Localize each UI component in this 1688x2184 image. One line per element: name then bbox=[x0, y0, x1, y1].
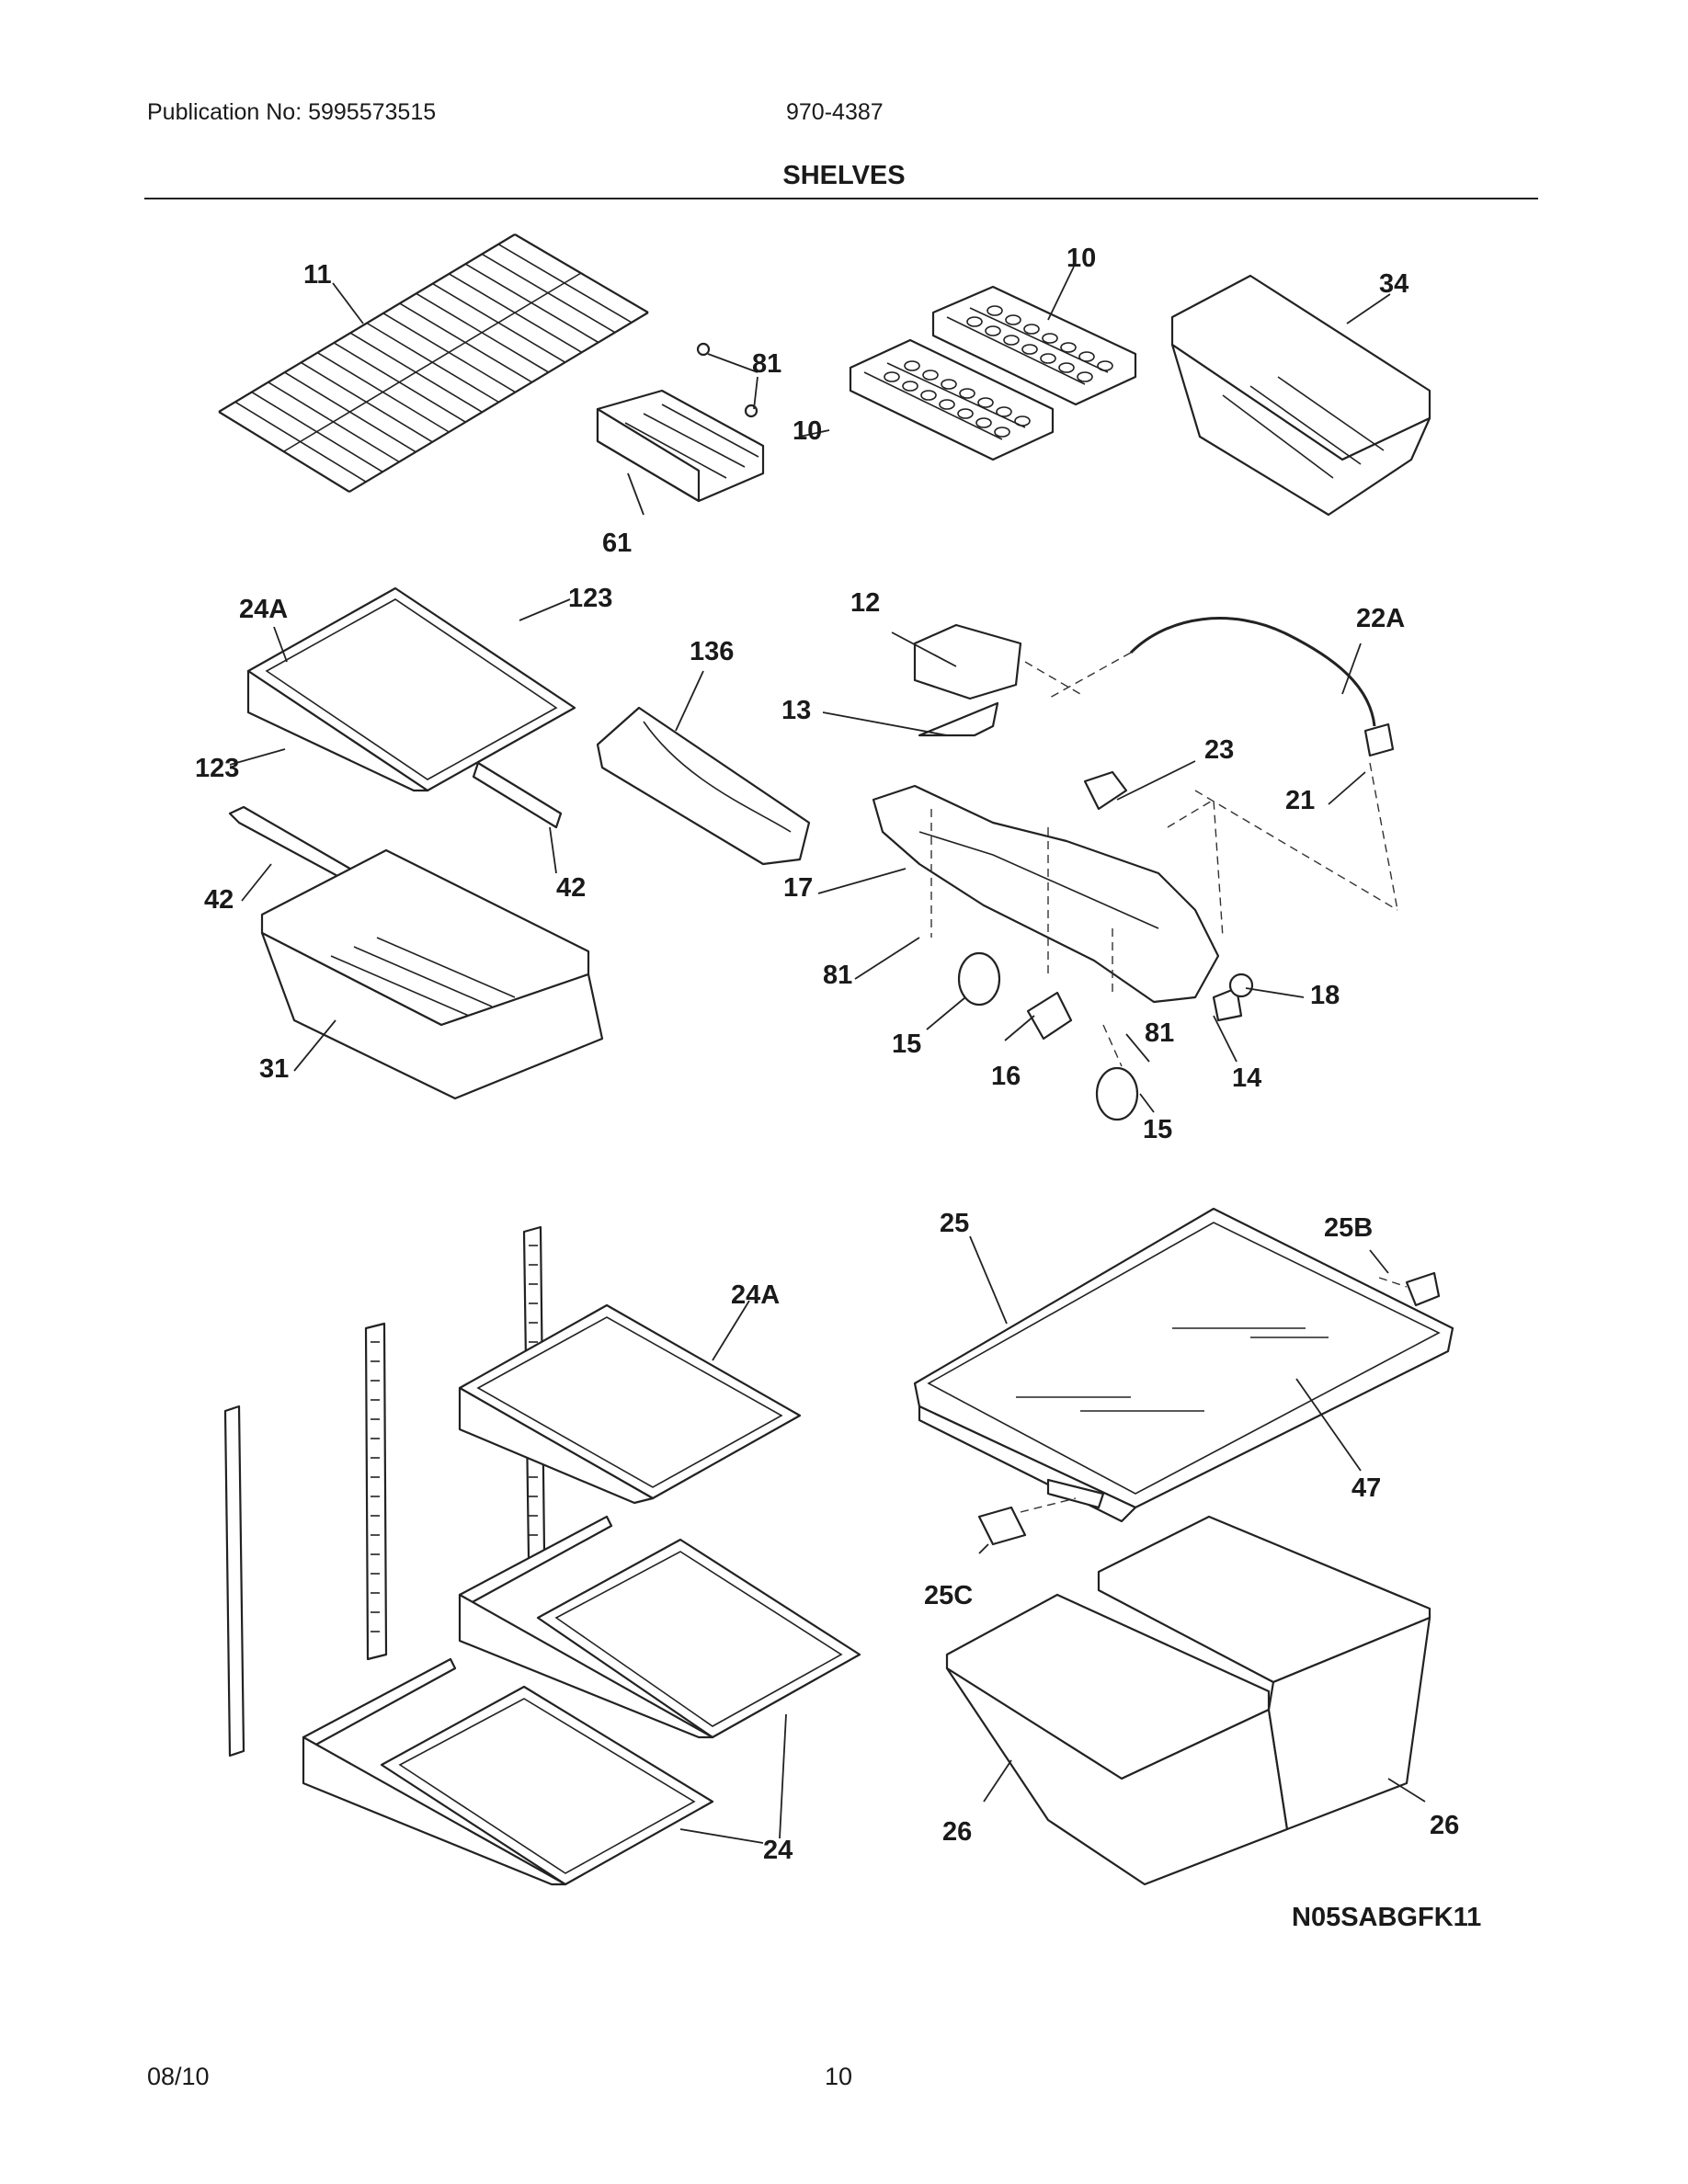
callout-14: 14 bbox=[1232, 1064, 1261, 1093]
switch-14 bbox=[1212, 986, 1243, 1022]
callout-26a: 26 bbox=[942, 1817, 972, 1847]
bulb-15b bbox=[1095, 1066, 1139, 1121]
callout-81a: 81 bbox=[752, 349, 781, 379]
callout-136: 136 bbox=[690, 637, 734, 666]
callout-42b: 42 bbox=[556, 873, 586, 903]
ice-tray-front bbox=[849, 338, 1055, 461]
callout-25: 25 bbox=[940, 1209, 969, 1238]
glass-shelf-upper bbox=[246, 586, 576, 829]
ice-tray-shelf bbox=[596, 342, 765, 503]
callout-25c: 25C bbox=[924, 1581, 973, 1610]
glass-shelf-24a bbox=[458, 1303, 802, 1505]
callout-10a: 10 bbox=[1066, 244, 1096, 273]
callout-123a: 123 bbox=[568, 584, 612, 613]
wire-shelf bbox=[218, 233, 649, 493]
callout-42a: 42 bbox=[204, 885, 234, 915]
publication-number: Publication No: 5995573515 bbox=[147, 99, 437, 125]
callout-15a: 15 bbox=[892, 1029, 921, 1059]
screw-81b bbox=[744, 404, 758, 418]
clip-25B bbox=[1405, 1271, 1441, 1307]
deflector-13 bbox=[918, 701, 999, 737]
callout-12: 12 bbox=[850, 588, 880, 618]
callout-13: 13 bbox=[781, 696, 811, 725]
callout-17: 17 bbox=[783, 873, 813, 903]
callout-26b: 26 bbox=[1430, 1811, 1459, 1840]
shelf-uprights bbox=[223, 1225, 546, 1757]
storage-bin bbox=[1170, 274, 1431, 517]
callout-81b: 81 bbox=[823, 961, 852, 990]
header-divider bbox=[144, 198, 1538, 199]
glass-shelf-24-lower bbox=[302, 1657, 714, 1886]
bulb-15a bbox=[957, 951, 1001, 1007]
callout-34: 34 bbox=[1379, 269, 1409, 299]
cover-12 bbox=[913, 623, 1022, 700]
callout-24a-lower: 24A bbox=[731, 1280, 780, 1310]
page-number: 10 bbox=[825, 2063, 853, 2090]
callout-15b: 15 bbox=[1143, 1115, 1172, 1144]
switch-21 bbox=[1363, 722, 1395, 757]
callout-61: 61 bbox=[602, 529, 632, 558]
diagram-code: N05SABGFK11 bbox=[1292, 1903, 1482, 1932]
screw-81a bbox=[696, 342, 711, 357]
footer-date: 08/10 bbox=[147, 2063, 210, 2090]
callout-labels: 11 10 34 81 10 61 24A 123 123 136 12 22A… bbox=[195, 244, 1459, 1865]
ice-tray-rear bbox=[931, 285, 1137, 406]
callout-11: 11 bbox=[303, 260, 332, 290]
clip-25C bbox=[977, 1506, 1027, 1546]
callout-25b: 25B bbox=[1324, 1213, 1373, 1243]
callout-24: 24 bbox=[763, 1836, 793, 1865]
plug-18 bbox=[1228, 973, 1254, 998]
leader-lines bbox=[229, 266, 1426, 1844]
callout-123b: 123 bbox=[195, 754, 239, 783]
glass-shelf-24-upper bbox=[458, 1515, 861, 1739]
callout-81c: 81 bbox=[1145, 1018, 1174, 1048]
socket-16 bbox=[1026, 991, 1073, 1041]
callout-21: 21 bbox=[1285, 786, 1315, 815]
callout-31: 31 bbox=[259, 1054, 289, 1084]
callout-16: 16 bbox=[991, 1062, 1021, 1091]
crisper-drawer-right-pair bbox=[945, 1515, 1431, 1886]
model-number: 970-4387 bbox=[786, 99, 884, 125]
callout-18: 18 bbox=[1310, 981, 1340, 1010]
light-housing-assembly bbox=[872, 617, 1398, 1121]
air-diffuser bbox=[596, 706, 811, 866]
crisper-drawer-left bbox=[260, 848, 604, 1100]
page-title: SHELVES bbox=[782, 161, 906, 190]
callout-10b: 10 bbox=[793, 416, 822, 446]
callout-24a-upper: 24A bbox=[239, 595, 288, 624]
callout-23: 23 bbox=[1204, 735, 1234, 765]
callout-22a: 22A bbox=[1356, 604, 1405, 633]
crisper-cover bbox=[913, 1207, 1454, 1546]
thermostat-23 bbox=[1083, 770, 1128, 811]
callout-47: 47 bbox=[1352, 1473, 1381, 1503]
